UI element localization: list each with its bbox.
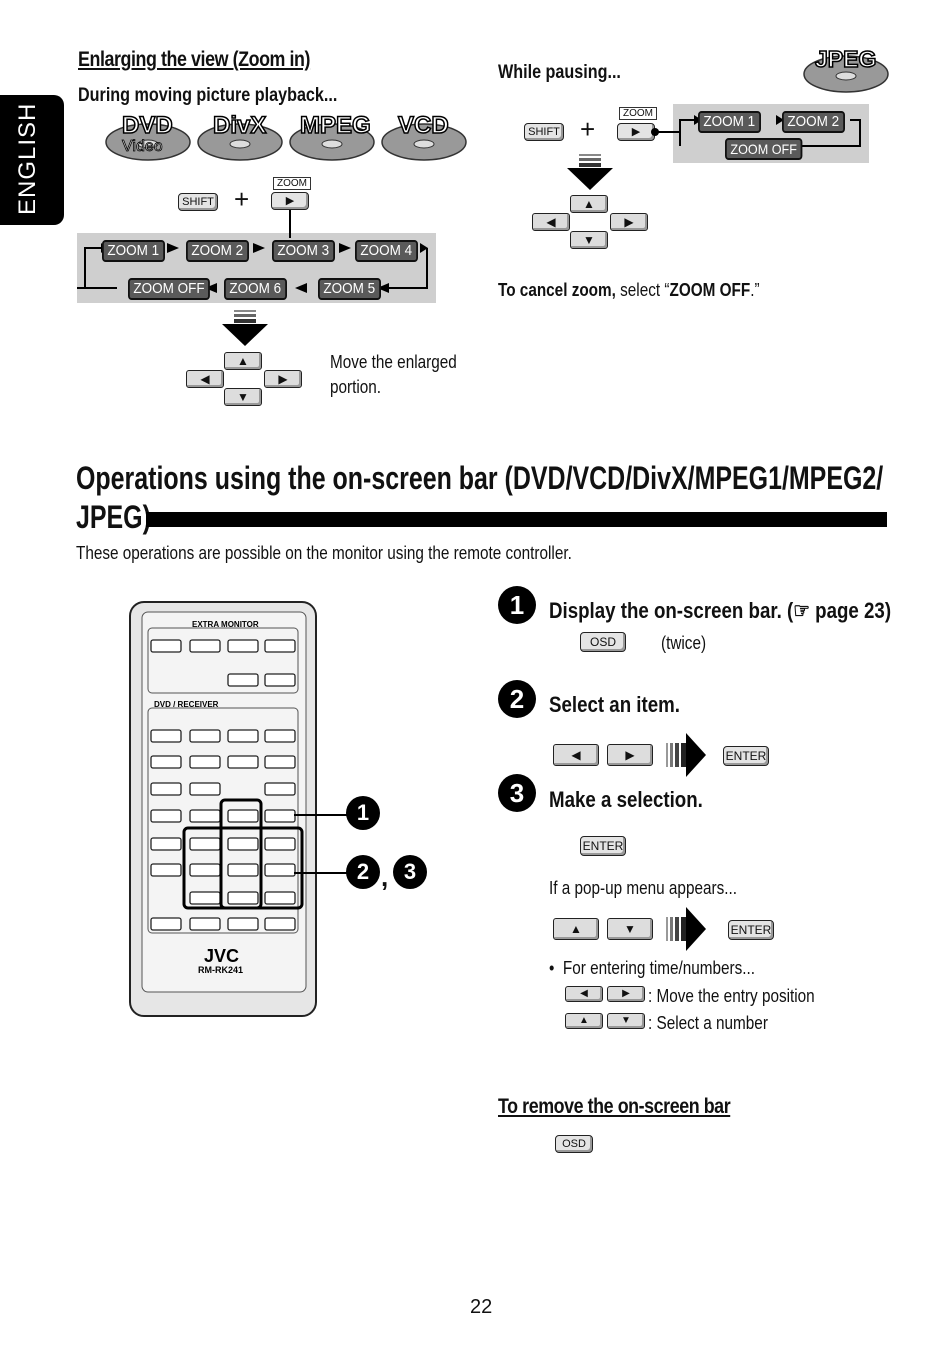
step2-right-key: ▶: [607, 744, 653, 766]
step2-enter-key: ENTER: [723, 746, 769, 766]
down-arrow-icon: [222, 310, 268, 346]
step1-note: (twice): [661, 633, 707, 653]
pause-shift-key: SHIFT: [524, 123, 564, 141]
cursor-up-key: ▲: [224, 352, 262, 370]
step2-arrow-icon: [666, 733, 706, 777]
popup-down-key: ▼: [607, 918, 653, 940]
zoom-step-3: ZOOM 3: [272, 240, 335, 262]
move-entry-text: : Move the entry position: [648, 986, 815, 1006]
zoom-section-title: Enlarging the view (Zoom in): [78, 48, 311, 71]
main-heading-line2: JPEG): [76, 499, 151, 535]
pause-down-arrow-icon: [567, 154, 613, 190]
popup-arrow-icon: [666, 907, 706, 951]
step2-title: Select an item.: [549, 692, 680, 717]
pause-zoom-key-label: ZOOM: [619, 107, 657, 120]
zoom-step-2: ZOOM 2: [186, 240, 249, 262]
pause-plus-sign: +: [580, 114, 596, 144]
move-portion-text: Move the enlarged portion.: [330, 352, 457, 397]
pause-zoom-arrows: [651, 115, 861, 151]
select-number-text: : Select a number: [648, 1013, 768, 1033]
zoom-step-4: ZOOM 4: [355, 240, 418, 262]
svg-text:JVC: JVC: [204, 946, 239, 966]
zoom-step-6: ZOOM 6: [224, 278, 287, 300]
pause-cursor-up-key: ▲: [570, 195, 608, 213]
pause-section-title: While pausing...: [498, 62, 621, 83]
disc-label-divx: DivX: [212, 111, 267, 140]
page-number: 22: [470, 1296, 493, 1318]
language-tab: ENGLISH: [0, 95, 64, 225]
popup-up-key: ▲: [553, 918, 599, 940]
svg-text:DVD / RECEIVER: DVD / RECEIVER: [154, 700, 219, 709]
zoom-step-off: ZOOM OFF: [128, 278, 211, 300]
popup-text: If a pop-up menu appears...: [549, 878, 737, 898]
zoom-section-subtitle: During moving picture playback...: [78, 85, 338, 106]
zoom-step-1: ZOOM 1: [102, 240, 165, 262]
disc-label-mpeg: MPEG: [299, 111, 371, 140]
disc-label-jpeg: JPEG: [814, 45, 877, 73]
zoom-step-5: ZOOM 5: [318, 278, 381, 300]
pause-zoom-1: ZOOM 1: [698, 111, 761, 133]
entry-down-key: ▼: [607, 1013, 645, 1029]
main-heading-line1: Operations using the on-screen bar (DVD/…: [76, 460, 884, 496]
heading-rule: [146, 512, 887, 527]
entry-up-key: ▲: [565, 1013, 603, 1029]
step2-left-key: ◀: [553, 744, 599, 766]
pause-zoom-off: ZOOM OFF: [725, 138, 803, 160]
pause-cursor-left-key: ◀: [532, 213, 570, 231]
entry-left-key: ◀: [565, 986, 603, 1002]
disc-label-video: Video: [122, 138, 163, 156]
intro-text: These operations are possible on the mon…: [76, 543, 572, 563]
cancel-zoom-text: To cancel zoom, select “ZOOM OFF.”: [498, 280, 760, 300]
plus-sign: +: [234, 184, 250, 214]
pause-zoom-2: ZOOM 2: [782, 111, 845, 133]
disc-label-dvd: DVD: [121, 111, 173, 140]
disc-logos: [105, 123, 467, 161]
remove-bar-title: To remove the on-screen bar: [498, 1095, 731, 1118]
zoom-key-label: ZOOM: [273, 177, 311, 190]
entry-right-key: ▶: [607, 986, 645, 1002]
step1-number: 1: [498, 586, 536, 624]
play-zoom-key: ▶: [271, 192, 309, 210]
svg-text:EXTRA MONITOR: EXTRA MONITOR: [192, 620, 259, 629]
step1-title: Display the on-screen bar. (☞ page 23): [549, 598, 892, 623]
pause-cursor-right-key: ▶: [610, 213, 648, 231]
step3-enter-key: ENTER: [580, 836, 626, 856]
step2-number: 2: [498, 680, 536, 718]
callout-3: 3: [393, 855, 427, 889]
popup-enter-key: ENTER: [728, 920, 774, 940]
cursor-right-key: ▶: [264, 370, 302, 388]
bullet-text: • For entering time/numbers...: [549, 958, 756, 978]
svg-text:RM-RK241: RM-RK241: [198, 965, 243, 975]
callout-1: 1: [346, 796, 380, 830]
jpeg-disc-icon: [803, 55, 889, 93]
callout-2: 2: [346, 855, 380, 889]
language-tab-label: ENGLISH: [14, 102, 41, 215]
remote-callout-lines: [294, 814, 350, 874]
remote-controller: EXTRA MONITOR DVD / RECEIVER JVC RM-RK24…: [129, 601, 317, 1017]
step3-number: 3: [498, 774, 536, 812]
step3-title: Make a selection.: [549, 787, 703, 812]
osd-key: OSD: [580, 632, 626, 652]
shift-key: SHIFT: [178, 193, 218, 211]
cursor-down-key: ▼: [224, 388, 262, 406]
callout-comma: ,: [381, 862, 389, 892]
zoom-cycle-arrows: [77, 210, 428, 293]
pause-cursor-down-key: ▼: [570, 231, 608, 249]
cursor-left-key: ◀: [186, 370, 224, 388]
remove-osd-key: OSD: [555, 1135, 593, 1153]
disc-label-vcd: VCD: [397, 111, 449, 140]
